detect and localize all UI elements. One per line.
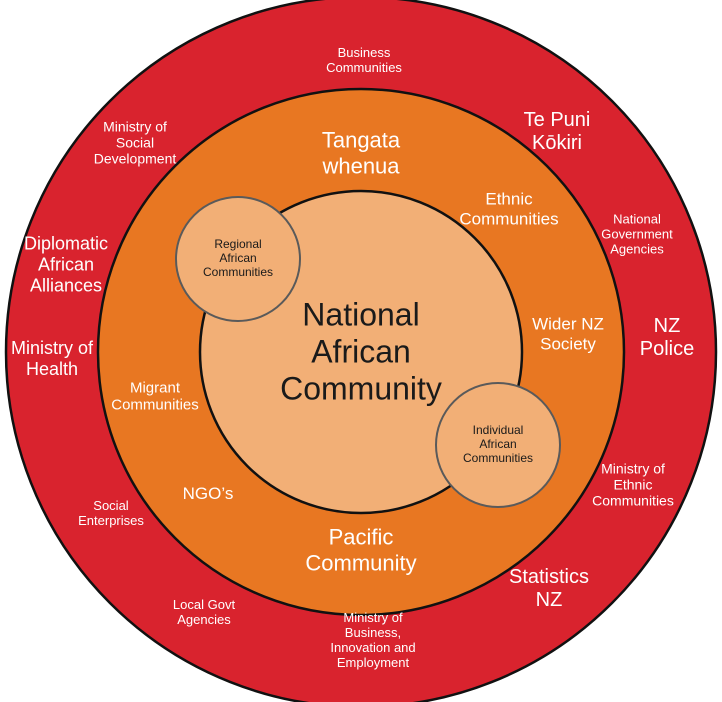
sub-circle-regional-african-communities[interactable] <box>175 196 301 322</box>
outer-label-te-puni-kokiri[interactable]: Te Puni Kōkiri <box>523 108 591 154</box>
outer-label-social-enterprises[interactable]: Social Enterprises <box>78 497 144 528</box>
outer-label-ministry-of-health[interactable]: Ministry of Health <box>10 338 94 379</box>
outer-label-business-communities[interactable]: Business Communities <box>326 44 402 75</box>
outer-label-nz-police[interactable]: NZ Police <box>639 314 695 360</box>
sub-circle-individual-african-communities[interactable] <box>435 382 561 508</box>
outer-label-ministry-of-ethnic-communities[interactable]: Ministry of Ethnic Communities <box>592 460 674 510</box>
middle-label-ngos[interactable]: NGO’s <box>182 484 234 504</box>
outer-label-national-government-agencies[interactable]: National Government Agencies <box>601 211 673 257</box>
sub-circle-label-individual-african-communities[interactable]: Individual African Communities <box>462 423 534 465</box>
core-label-national-african-community: National African Community <box>280 296 442 407</box>
outer-label-local-govt-agencies[interactable]: Local Govt Agencies <box>172 596 236 627</box>
sub-circle-label-regional-african-communities[interactable]: Regional African Communities <box>202 237 274 279</box>
outer-label-statistics-nz[interactable]: Statistics NZ <box>508 565 590 611</box>
outer-label-ministry-of-business-innovation-and-employment[interactable]: Ministry of Business, Innovation and Emp… <box>330 609 416 671</box>
outer-label-ministry-of-social-development[interactable]: Ministry of Social Development <box>93 118 177 168</box>
outer-label-diplomatic-african-alliances[interactable]: Diplomatic African Alliances <box>23 233 109 296</box>
middle-label-ethnic-communities[interactable]: Ethnic Communities <box>459 189 559 228</box>
middle-label-pacific-community[interactable]: Pacific Community <box>305 524 417 575</box>
middle-label-migrant-communities[interactable]: Migrant Communities <box>111 379 199 414</box>
middle-label-wider-nz-society[interactable]: Wider NZ Society <box>532 314 604 353</box>
middle-label-tangata-whenua[interactable]: Tangata whenua <box>321 127 401 178</box>
